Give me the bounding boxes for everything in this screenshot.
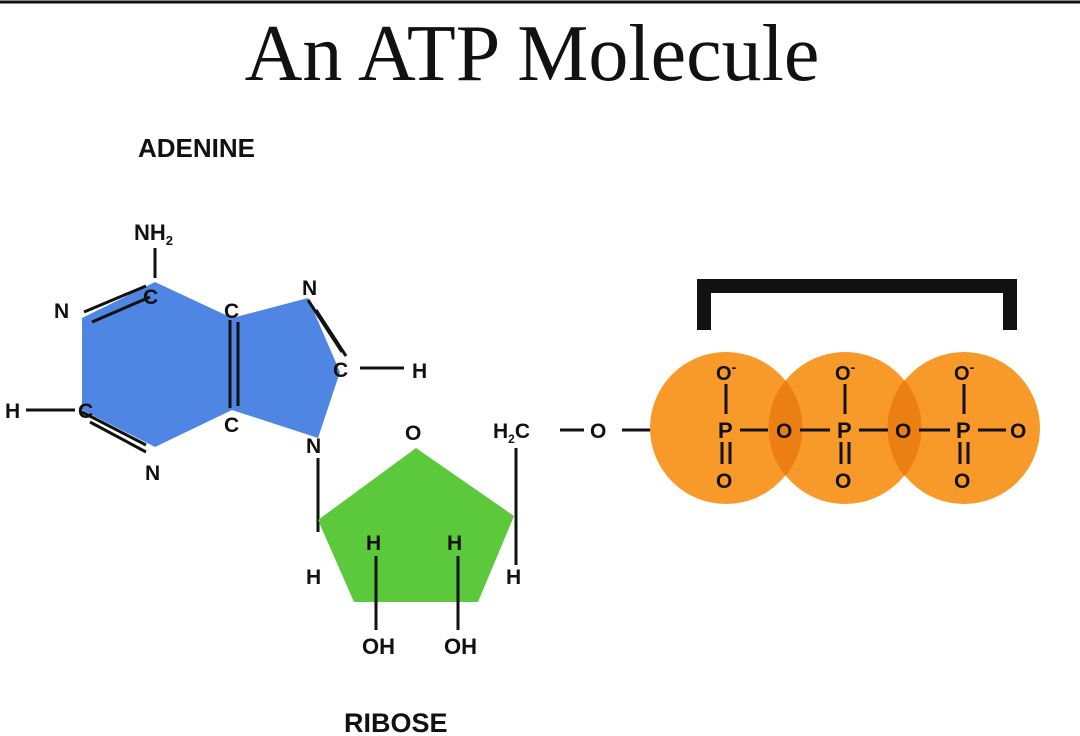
adenine-five-ring (232, 298, 340, 438)
c-atom-junction-bottom: C (224, 414, 239, 437)
o-atom-double-2: O (835, 470, 851, 493)
n-atom-left-top: N (54, 300, 69, 323)
phosphate-overlap-1 (768, 380, 803, 476)
oh-group-2: OH (444, 634, 477, 659)
n-atom-imidazole-top: N (302, 277, 317, 300)
h2c-group: H2C (493, 420, 530, 446)
phosphate-circle-1 (650, 352, 802, 504)
adenine-six-ring (82, 282, 232, 447)
o-atom-linker: O (590, 420, 606, 443)
o-atom-ribose: O (405, 422, 421, 445)
n-atom-bottom: N (145, 462, 160, 485)
phosphate-circle-2 (769, 352, 921, 504)
nh2-label: NH2 (134, 220, 173, 248)
p-atom-1: P (718, 418, 733, 443)
h-atom-ribose-2: H (447, 532, 462, 555)
o-minus-3: O- (954, 359, 975, 385)
o-atom-bridge-1: O (776, 420, 792, 443)
oh-group-1: OH (362, 634, 395, 659)
p-atom-3: P (956, 418, 971, 443)
h-atom-ribose-1: H (366, 532, 381, 555)
c-atom-top: C (143, 286, 158, 309)
h-atom-imidazole: H (412, 360, 427, 383)
adenine-label: ADENINE (138, 133, 255, 163)
h-atom-ribose-right: H (506, 566, 521, 589)
o-minus-1: O- (716, 359, 737, 385)
o-atom-bridge-2: O (895, 420, 911, 443)
h-atom-left: H (5, 400, 20, 423)
page-title: An ATP Molecule (245, 10, 820, 98)
ribose-pentagon (318, 448, 514, 602)
p-atom-2: P (837, 418, 852, 443)
adenine-bonds (26, 248, 404, 532)
o-atom-double-3: O (954, 470, 970, 493)
phosphate-circle-3 (888, 352, 1040, 504)
ribose-label: RIBOSE (344, 708, 448, 736)
c-atom-junction-top: C (224, 300, 239, 323)
phosphate-bonds (720, 384, 1006, 464)
n-atom-imidazole-bottom: N (306, 435, 321, 458)
o-atom-double-1: O (716, 470, 732, 493)
phosphate-overlap-2 (887, 380, 922, 476)
c-atom-left: C (78, 400, 93, 423)
o-atom-terminal: O (1010, 420, 1026, 443)
c-atom-imidazole: C (333, 359, 348, 382)
o-minus-2: O- (835, 359, 856, 385)
h-atom-ribose-left: H (306, 566, 321, 589)
phosphate-bracket (697, 279, 1017, 330)
